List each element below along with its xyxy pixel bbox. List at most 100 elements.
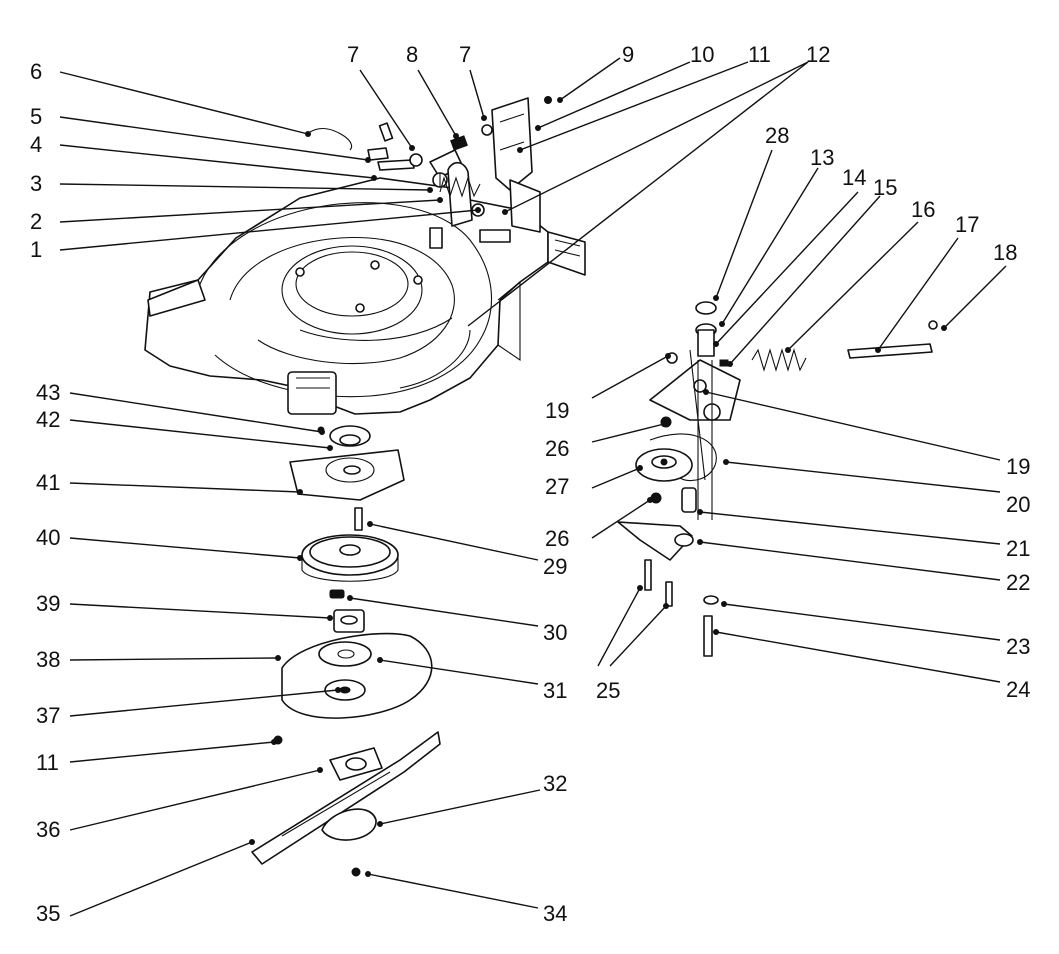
callout-37: 37 — [36, 687, 341, 728]
svg-text:39: 39 — [36, 591, 60, 616]
callouts: 1 2 3 4 5 6 7 8 — [30, 42, 1030, 926]
callout-36: 36 — [36, 767, 323, 842]
svg-text:25: 25 — [596, 678, 620, 703]
callout-2: 2 — [30, 197, 443, 234]
svg-text:24: 24 — [1006, 677, 1030, 702]
svg-text:19: 19 — [545, 398, 569, 423]
svg-text:7: 7 — [347, 42, 359, 67]
svg-text:18: 18 — [993, 240, 1017, 265]
svg-text:11: 11 — [36, 750, 59, 775]
callout-18: 18 — [941, 240, 1017, 331]
callout-11b: 11 — [36, 739, 277, 775]
mower-deck — [144, 177, 586, 415]
svg-text:23: 23 — [1006, 634, 1030, 659]
callout-21: 21 — [697, 509, 1030, 561]
svg-text:17: 17 — [955, 212, 979, 237]
svg-text:41: 41 — [36, 470, 60, 495]
callout-13: 13 — [719, 145, 834, 327]
svg-text:28: 28 — [765, 123, 789, 148]
svg-text:10: 10 — [690, 42, 714, 67]
callout-16: 16 — [785, 197, 935, 353]
callout-12: 12 — [467, 42, 830, 327]
spring — [439, 176, 481, 198]
callout-27: 27 — [545, 465, 643, 499]
callout-4: 4 — [30, 132, 377, 181]
svg-text:26: 26 — [545, 526, 569, 551]
svg-text:34: 34 — [543, 901, 567, 926]
svg-text:4: 4 — [30, 132, 42, 157]
callout-40: 40 — [36, 525, 303, 561]
callout-9: 9 — [557, 42, 634, 103]
callout-42: 42 — [36, 407, 333, 451]
svg-text:6: 6 — [30, 59, 42, 84]
svg-text:30: 30 — [543, 620, 567, 645]
callout-20: 20 — [723, 459, 1030, 517]
svg-text:15: 15 — [873, 175, 897, 200]
svg-text:22: 22 — [1006, 570, 1030, 595]
svg-text:7: 7 — [459, 42, 471, 67]
svg-text:13: 13 — [810, 145, 834, 170]
svg-text:21: 21 — [1006, 536, 1030, 561]
callout-5: 5 — [30, 104, 371, 163]
callout-19a: 19 — [545, 353, 671, 423]
callout-22: 22 — [697, 539, 1030, 595]
callout-7a: 7 — [347, 42, 415, 151]
callout-7b: 7 — [459, 42, 487, 121]
callout-19b: 19 — [703, 389, 1030, 479]
callout-1: 1 — [30, 207, 481, 262]
callout-10: 10 — [535, 42, 714, 131]
callout-28: 28 — [713, 123, 789, 301]
brake-lever-assembly — [309, 96, 552, 249]
svg-text:1: 1 — [30, 237, 42, 262]
callout-41: 41 — [36, 470, 303, 495]
callout-14: 14 — [713, 165, 866, 347]
callout-3: 3 — [30, 171, 433, 196]
callout-17: 17 — [875, 212, 979, 353]
svg-text:37: 37 — [36, 703, 60, 728]
callout-23: 23 — [721, 601, 1030, 659]
callout-29: 29 — [367, 521, 567, 579]
svg-text:29: 29 — [543, 554, 567, 579]
svg-text:38: 38 — [36, 647, 60, 672]
svg-text:3: 3 — [30, 171, 42, 196]
svg-text:31: 31 — [543, 678, 567, 703]
callout-38: 38 — [36, 647, 281, 672]
callout-32: 32 — [377, 771, 567, 827]
callout-6: 6 — [30, 59, 311, 137]
callout-15: 15 — [727, 175, 897, 367]
svg-text:19: 19 — [1006, 454, 1030, 479]
svg-text:14: 14 — [842, 165, 866, 190]
svg-text:12: 12 — [806, 42, 830, 67]
svg-text:2: 2 — [30, 209, 42, 234]
callout-43: 43 — [36, 380, 325, 435]
svg-text:36: 36 — [36, 817, 60, 842]
spindle-stack — [251, 425, 441, 877]
idler-assembly — [617, 301, 938, 657]
svg-text:9: 9 — [622, 42, 634, 67]
svg-text:16: 16 — [911, 197, 935, 222]
svg-text:32: 32 — [543, 771, 567, 796]
callout-35: 35 — [36, 839, 255, 926]
svg-text:40: 40 — [36, 525, 60, 550]
svg-text:11: 11 — [748, 42, 771, 67]
svg-text:20: 20 — [1006, 492, 1030, 517]
callout-39: 39 — [36, 591, 333, 621]
callout-31: 31 — [377, 657, 567, 703]
callout-24: 24 — [713, 629, 1030, 702]
extension-spring — [751, 348, 807, 372]
callout-30: 30 — [347, 595, 567, 645]
svg-text:43: 43 — [36, 380, 60, 405]
svg-text:5: 5 — [30, 104, 42, 129]
svg-text:26: 26 — [545, 436, 569, 461]
svg-text:42: 42 — [36, 407, 60, 432]
svg-text:35: 35 — [36, 901, 60, 926]
callout-26b: 26 — [545, 497, 653, 551]
callout-11a: 11 — [517, 42, 771, 153]
callout-8: 8 — [406, 42, 459, 139]
callout-25: 25 — [596, 585, 669, 703]
callout-26a: 26 — [545, 421, 667, 461]
callout-34: 34 — [365, 871, 567, 926]
svg-text:8: 8 — [406, 42, 418, 67]
svg-text:27: 27 — [545, 474, 569, 499]
